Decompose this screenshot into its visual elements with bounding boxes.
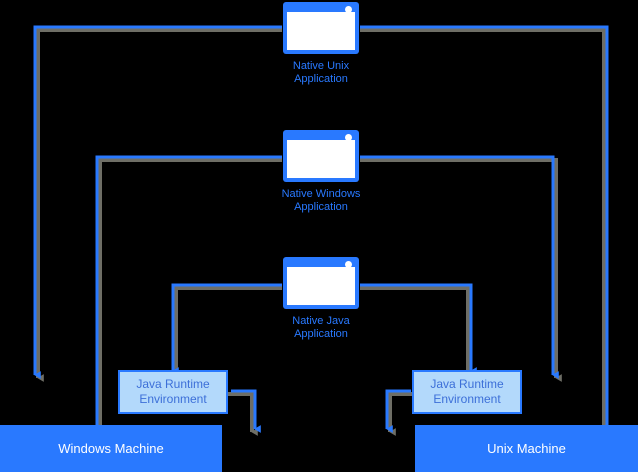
app-window-icon-native-unix[interactable] (283, 2, 359, 54)
machine-label-windows: Windows Machine (58, 441, 164, 456)
window-title-dot-icon (345, 6, 352, 13)
jre-label-unix: Java Runtime Environment (430, 377, 503, 407)
machine-label-unix: Unix Machine (487, 441, 566, 456)
jre-label-line2: Environment (139, 392, 207, 406)
jre-label-windows: Java Runtime Environment (136, 377, 209, 407)
window-screen-area (287, 140, 355, 178)
window-screen-area (287, 12, 355, 50)
app-label-line2: Application (294, 73, 348, 85)
machine-bar-windows[interactable]: Windows Machine (0, 425, 222, 472)
app-label-native-unix: Native Unix Application (246, 60, 396, 86)
app-label-line1: Native Java (292, 315, 350, 327)
jre-box-unix[interactable]: Java Runtime Environment (412, 370, 522, 414)
jre-box-windows[interactable]: Java Runtime Environment (118, 370, 228, 414)
jre-label-line1: Java Runtime (430, 377, 504, 391)
app-window-icon-native-java[interactable] (283, 257, 359, 309)
app-label-line1: Native Unix (292, 60, 350, 72)
app-label-line1: Native Windows (281, 188, 361, 200)
machine-bar-unix[interactable]: Unix Machine (415, 425, 638, 472)
jre-label-line1: Java Runtime (136, 377, 210, 391)
app-window-icon-native-windows[interactable] (283, 130, 359, 182)
window-title-dot-icon (345, 134, 352, 141)
window-title-dot-icon (345, 261, 352, 268)
app-label-native-java: Native Java Application (246, 315, 396, 341)
app-label-native-windows: Native Windows Application (246, 188, 396, 214)
jre-label-line2: Environment (433, 392, 501, 406)
app-label-line2: Application (294, 328, 348, 340)
window-screen-area (287, 267, 355, 305)
app-label-line2: Application (294, 201, 348, 213)
